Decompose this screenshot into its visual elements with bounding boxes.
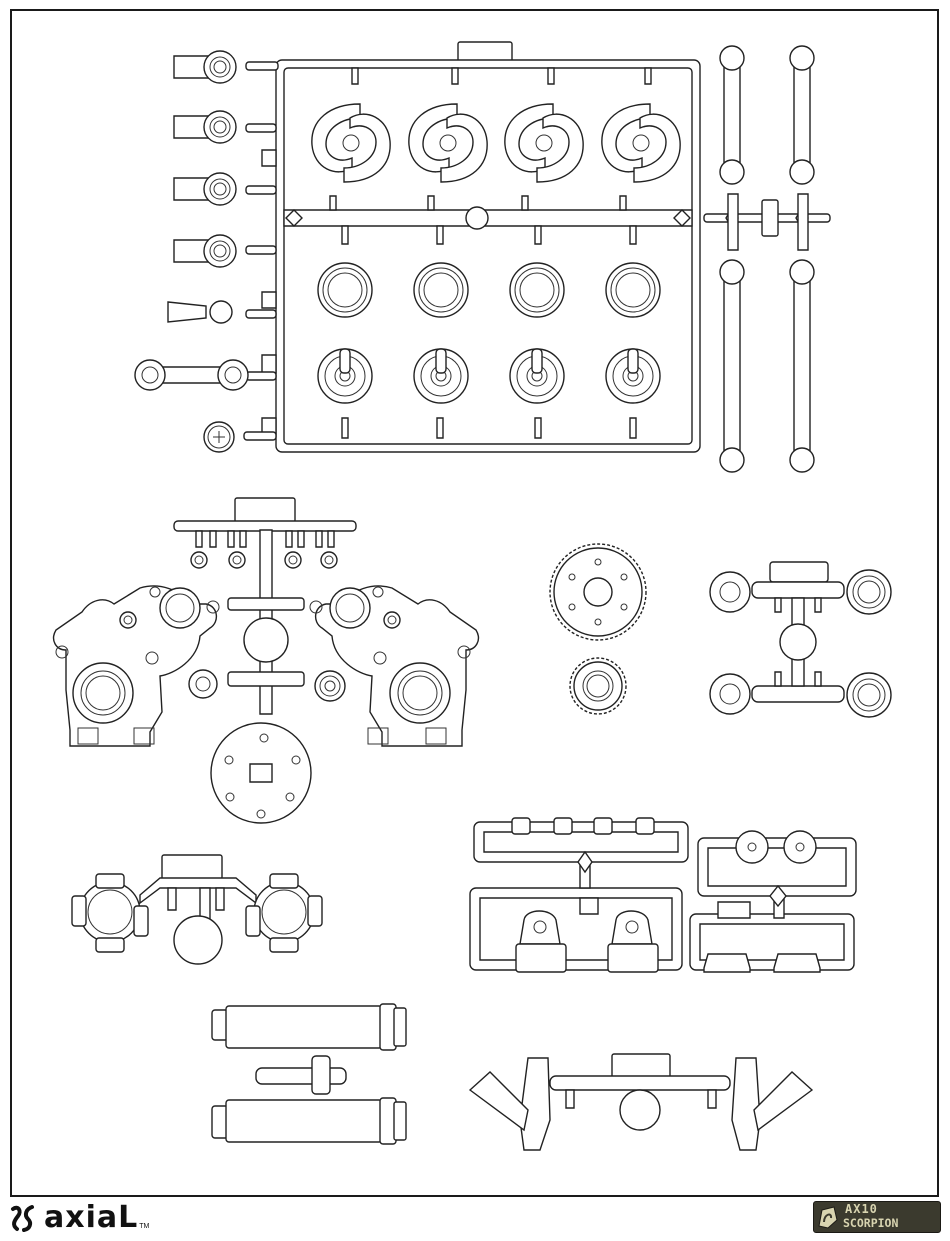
shock-body-sprue: [212, 1004, 406, 1144]
gearbox-sprue: [54, 498, 479, 823]
axial-logo-icon: [8, 1203, 38, 1233]
carrier-sprue: [710, 562, 891, 717]
shock-mount-sprue: [470, 818, 856, 972]
brand-wordmark: axiaL: [44, 1203, 138, 1233]
scorpion-emblem-icon: [816, 1204, 840, 1230]
badge-model-code: AX10: [845, 1202, 878, 1216]
axial-brand-logo: axiaL TM: [8, 1200, 149, 1236]
trademark-mark: TM: [139, 1223, 149, 1230]
product-badge: AX10 SCORPION: [813, 1201, 941, 1233]
badge-model-name: SCORPION: [843, 1216, 898, 1230]
shock-parts-sprue: [135, 42, 700, 452]
shock-shaft-sprue: [704, 46, 830, 472]
link-mount-sprue: [470, 1054, 812, 1150]
knuckle-sprue: [72, 855, 322, 964]
gear-parts: [550, 544, 646, 714]
